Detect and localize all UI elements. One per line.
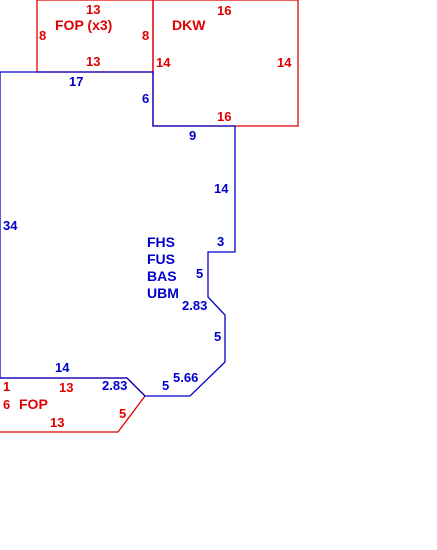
fop-upper-dim-right: 8 [142,28,149,43]
fop-lower-dim-bottom: 13 [50,415,64,430]
dkw-dim-left: 14 [156,55,171,70]
main-dim-notch-side: 5 [196,266,203,281]
main-dim-right-lower: 5 [214,329,221,344]
fop-lower-dim-diag: 5 [119,406,126,421]
fop-lower-dim-left-top: 1 [3,379,10,394]
fop-upper-dim-bottom: 13 [86,54,100,69]
dkw-dim-top: 16 [217,3,231,18]
main-dim-bottom-left: 14 [55,360,70,375]
main-label-2: FUS [147,251,175,267]
fop-lower-name: FOP [19,396,48,412]
fop-upper-dim-top: 13 [86,2,100,17]
dkw-dim-right: 14 [277,55,292,70]
main-dim-notch-top: 3 [217,234,224,249]
main-label-1: FHS [147,234,175,250]
main-dim-right-jog: 6 [142,91,149,106]
fop-lower-dim-diag-top: 2.83 [102,378,127,393]
fop-upper-dim-left: 8 [39,28,46,43]
main-dim-right-upper: 14 [214,181,229,196]
main-dim-step-top: 9 [189,128,196,143]
main-dim-left: 34 [3,218,18,233]
main-dim-diag-lower: 5.66 [173,370,198,385]
fop-lower-dim-left: 6 [3,397,10,412]
main-label-4: UBM [147,285,179,301]
main-label-3: BAS [147,268,177,284]
main-dim-diag-upper: 2.83 [182,298,207,313]
fop-lower-dim-top: 13 [59,380,73,395]
main-dim-top: 17 [69,74,83,89]
dkw-name: DKW [172,17,206,33]
dkw-dim-bottom: 16 [217,109,231,124]
main-dim-bottom-right: 5 [162,378,169,393]
main-outline [0,71,236,397]
fop-upper-name: FOP (x3) [55,17,112,33]
main-area [0,71,236,397]
